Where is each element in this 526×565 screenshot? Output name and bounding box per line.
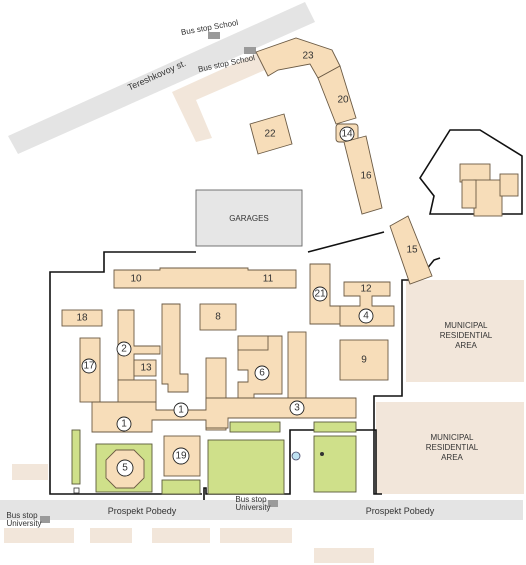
building-11-label: 12 (360, 284, 372, 295)
lawn-strip-1 (229, 421, 281, 433)
building-7-label: 8 (215, 312, 221, 323)
building-21-label: 22 (264, 129, 276, 140)
monument (320, 452, 324, 456)
lawn-east (313, 435, 357, 493)
building-22-label: 23 (302, 51, 314, 62)
building-12 (133, 359, 157, 377)
tereshkovoy-street (8, 2, 315, 154)
building-5-marker: 5 (116, 459, 134, 477)
building-13-label: 14 (341, 129, 353, 140)
building-6-label: 6 (259, 368, 265, 379)
building-1-east-label: 1 (178, 405, 184, 416)
municipal-area-1-line3: AREA (455, 341, 477, 350)
lawn-17 (161, 479, 201, 495)
building-13-marker: 14 (339, 126, 355, 142)
bus-stop-university-a-line2: University (6, 519, 41, 528)
building-2-marker: 2 (116, 341, 132, 357)
bus-stop-school-a-marker (208, 32, 220, 39)
building-20-label: 21 (314, 289, 326, 300)
zone-block (220, 528, 292, 543)
building-15-label: 16 (360, 171, 372, 182)
building-19-label: 20 (337, 95, 349, 106)
campus-fence-west (49, 251, 202, 495)
building-21 (249, 113, 293, 155)
building-1-east-marker: 1 (173, 402, 189, 418)
enclosure-23-fence (419, 129, 523, 215)
pobedy-label-1: Prospekt Pobedy (108, 506, 177, 516)
zone-block (12, 464, 48, 480)
municipal-area-2-block (376, 402, 524, 494)
building-23-d (499, 173, 519, 197)
building-6-marker: 6 (254, 365, 270, 381)
bus-stop-university-a-line1: Bus stop (6, 511, 38, 520)
pobedy-label-2: Prospekt Pobedy (366, 506, 435, 516)
building-4-label: 4 (363, 311, 369, 322)
kiosk (73, 487, 80, 494)
building-23-c (461, 179, 477, 209)
building-10-label: 11 (263, 274, 274, 285)
zone-block (4, 528, 74, 543)
zone-block (152, 528, 210, 543)
building-14 (389, 215, 433, 285)
building-3-marker: 3 (289, 400, 305, 416)
building-6-top (237, 335, 269, 351)
building-tall-mid (161, 303, 189, 393)
school-walkway (172, 52, 265, 142)
building-tall-east (287, 331, 307, 399)
building-1-west-label: 1 (121, 419, 127, 430)
municipal-area-1-line1: MUNICIPAL (445, 321, 489, 330)
lawn-west-strip (71, 429, 81, 485)
building-4-marker: 4 (358, 308, 374, 324)
prospekt-pobedy-road (0, 500, 523, 520)
building-9-10 (113, 267, 297, 289)
building-7 (199, 303, 237, 331)
municipal-area-1-block (406, 280, 524, 382)
bus-stop-university-a-marker (40, 516, 50, 523)
building-19 (317, 65, 357, 125)
campus-fence-north (307, 231, 385, 253)
bus-stop-university-b-marker (268, 500, 278, 507)
bus-stop-university-b-line1: Bus stop (235, 495, 267, 504)
building-8 (339, 339, 389, 381)
building-16-marker: 17 (81, 358, 97, 374)
bus-stop-school-b-marker (244, 47, 256, 54)
building-8-label: 9 (361, 355, 367, 366)
building-9-label: 10 (130, 274, 142, 285)
municipal-area-2-line3: AREA (441, 453, 463, 462)
fountain (291, 451, 301, 461)
lawn-center (207, 439, 285, 495)
building-17-label: 19 (175, 451, 187, 462)
building-23-a (459, 163, 491, 183)
garages-label: GARAGES (229, 214, 269, 223)
building-18 (61, 309, 103, 327)
garages (195, 189, 303, 247)
building-23-b (473, 179, 503, 217)
building-18-label: 18 (76, 313, 88, 324)
building-16-label: 17 (83, 361, 95, 372)
building-11 (339, 281, 395, 327)
municipal-area-2-line2: RESIDENTIAL (426, 443, 479, 452)
lawn-strip-2 (313, 421, 357, 433)
building-3-label: 3 (294, 403, 300, 414)
building-22 (255, 37, 341, 79)
building-1-west-marker: 1 (116, 416, 132, 432)
zone-block (314, 548, 374, 563)
building-12-label: 13 (140, 363, 152, 374)
municipal-area-2-line1: MUNICIPAL (431, 433, 475, 442)
building-2-label: 2 (121, 344, 127, 355)
building-14-label: 15 (406, 245, 418, 256)
building-5-label: 5 (122, 463, 128, 474)
building-15 (343, 135, 383, 215)
municipal-area-1-line2: RESIDENTIAL (440, 331, 493, 340)
bus-stop-university-b-line2: University (235, 503, 270, 512)
building-12-link (117, 379, 157, 403)
building-17-marker: 19 (172, 447, 190, 465)
building-20-marker: 21 (312, 286, 328, 302)
zone-block (90, 528, 132, 543)
